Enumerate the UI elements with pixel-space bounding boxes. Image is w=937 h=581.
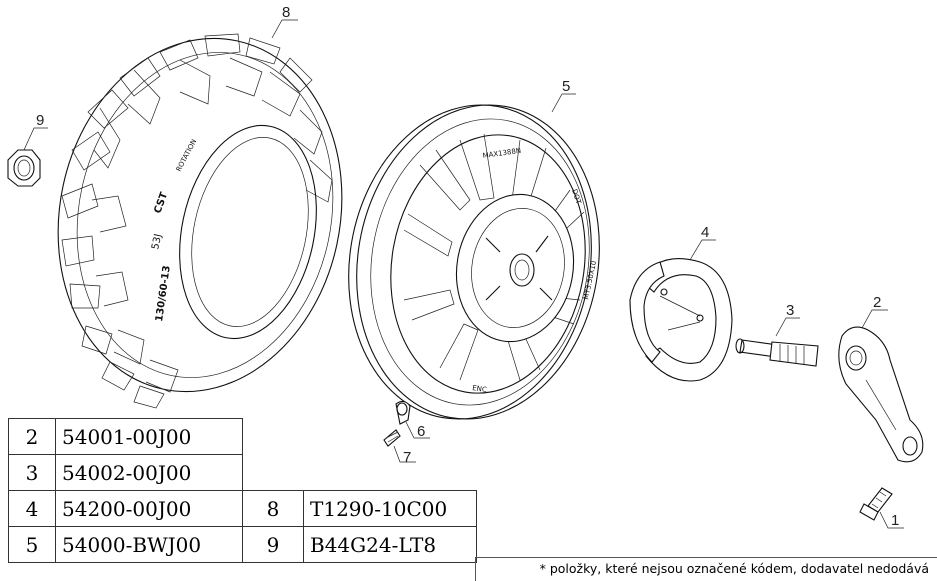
brake-arm <box>838 326 924 463</box>
part-number-cell: 2 <box>8 418 56 455</box>
callout-8: 8 <box>282 4 290 21</box>
callout-2: 2 <box>873 294 881 311</box>
part-code-cell: 54200-00J00 <box>55 490 243 527</box>
bolt <box>859 487 893 521</box>
tire: ROTATION CST 53J 130/60-13 <box>57 33 343 409</box>
part-code-cell: T1290-10C00 <box>303 490 477 527</box>
rim-enc-text: ENC <box>472 384 488 394</box>
callout-5: 5 <box>562 78 570 95</box>
part-code-cell: 54000-BWJ00 <box>55 526 243 563</box>
callout-7: 7 <box>403 449 411 466</box>
part-code-cell: 54002-00J00 <box>55 454 243 491</box>
part-number-cell: 5 <box>8 526 56 563</box>
part-number-cell: 3 <box>8 454 56 491</box>
part-number-cell: 9 <box>242 526 304 563</box>
part-code-cell: 54001-00J00 <box>55 418 243 455</box>
tire-valve <box>395 400 411 425</box>
rim: MAX1388N DOT MT3.50X10 ENC <box>348 104 600 420</box>
callouts: 8 9 5 4 3 2 1 6 7 <box>23 4 904 529</box>
supplier-note: * položky, které nejsou označené kódem, … <box>475 557 937 581</box>
valve-cap <box>383 429 401 447</box>
brake-shoes <box>629 258 733 382</box>
part-code-cell: B44G24-LT8 <box>303 526 477 563</box>
callout-3: 3 <box>786 302 794 319</box>
callout-4: 4 <box>701 224 709 241</box>
brake-cam-shaft <box>735 338 819 367</box>
tire-load-text: 53J <box>150 233 164 251</box>
callout-9: 9 <box>36 112 44 129</box>
part-number-cell: 8 <box>242 490 304 527</box>
callout-6: 6 <box>417 423 425 440</box>
axle-nut <box>7 149 41 187</box>
part-number-cell: 4 <box>8 490 56 527</box>
callout-1: 1 <box>891 512 899 529</box>
